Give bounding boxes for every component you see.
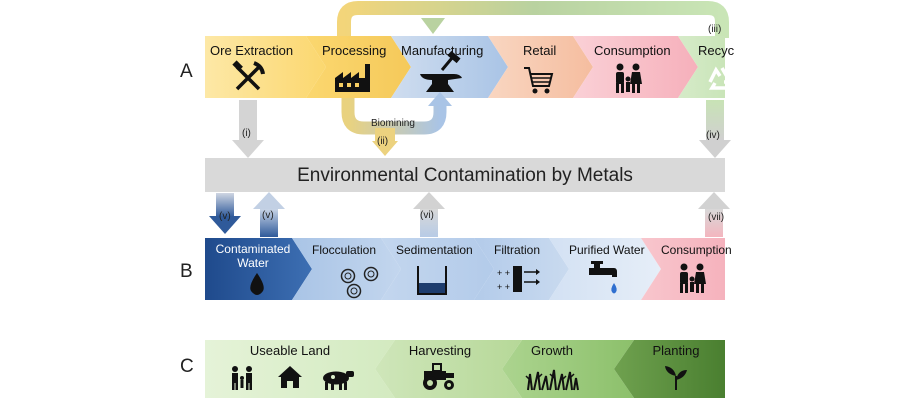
filter-icon: + + + + [497, 266, 540, 292]
sprout-icon [665, 366, 687, 390]
label-consumption-a: Consumption [594, 43, 671, 58]
label-contaminated-line1: Contaminated [216, 242, 291, 256]
factory-icon [335, 64, 370, 92]
marker-iv: (iv) [706, 130, 720, 141]
people-icon [616, 63, 642, 93]
label-recycling: Recyc [698, 43, 735, 58]
stage-retail [488, 36, 593, 98]
stage-ore-extraction [205, 36, 326, 98]
crops-icon [525, 369, 579, 391]
hammer-pick-icon [232, 60, 265, 91]
arrow-vi [413, 192, 445, 237]
label-filtration: Filtration [494, 243, 540, 257]
family-icon [232, 366, 252, 390]
label-ore-extraction: Ore Extraction [210, 43, 293, 58]
tap-icon [589, 261, 617, 294]
marker-vii: (vii) [708, 212, 724, 223]
label-sedimentation: Sedimentation [396, 243, 473, 257]
drop-icon [250, 273, 264, 295]
label-useable-land: Useable Land [250, 343, 330, 358]
biomining-label: Biomining [371, 118, 415, 129]
marker-vi: (vi) [420, 210, 434, 221]
label-planting: Planting [653, 343, 700, 358]
stage-harvesting [375, 340, 522, 398]
label-processing: Processing [322, 43, 386, 58]
shopping-cart-icon [524, 67, 554, 94]
stage-contaminated-water [205, 238, 312, 300]
stage-manufacturing [391, 36, 508, 98]
marker-v-up: (v) [262, 210, 274, 221]
label-flocculation: Flocculation [312, 243, 376, 257]
svg-text:+ +: + + [497, 268, 510, 278]
label-manufacturing: Manufacturing [401, 43, 483, 58]
cow-icon [323, 371, 354, 390]
label-purified-water: Purified Water [569, 243, 645, 257]
floc-particles-icon [340, 266, 379, 299]
marker-v-down: (v) [219, 211, 231, 222]
arrow-v-up [253, 192, 285, 237]
marker-ii: (ii) [377, 136, 388, 147]
contamination-banner [205, 158, 725, 192]
label-harvesting: Harvesting [409, 343, 471, 358]
anvil-hammer-icon [420, 50, 462, 92]
marker-i: (i) [242, 128, 251, 139]
recycling-loop-arrow [337, 1, 729, 40]
label-retail: Retail [523, 43, 556, 58]
row-a-chevrons [205, 36, 725, 98]
stage-sedimentation [381, 238, 494, 300]
house-icon [278, 366, 302, 388]
arrow-v-down [209, 193, 241, 234]
stage-recycling [678, 36, 725, 98]
biomining-loop-arrow [341, 92, 452, 156]
row-b-label: B [180, 261, 193, 282]
arrow-i [232, 100, 264, 158]
recycle-icon [708, 66, 734, 90]
tractor-icon [423, 363, 454, 390]
label-consumption-b: Consumption [661, 243, 732, 257]
marker-iii: (iii) [708, 24, 721, 35]
label-contaminated-line2: Water [237, 256, 269, 270]
banner-text: Environmental Contamination by Metals [297, 165, 633, 186]
label-growth: Growth [531, 343, 573, 358]
row-c-label: C [180, 356, 194, 377]
stage-useable-land [205, 340, 395, 398]
beaker-icon [417, 266, 447, 295]
arrow-vii [698, 192, 730, 237]
people-icon [680, 263, 706, 293]
stage-processing [306, 36, 411, 98]
svg-text:+ +: + + [497, 282, 510, 292]
row-a-label: A [180, 61, 193, 82]
arrow-iv [699, 100, 731, 158]
